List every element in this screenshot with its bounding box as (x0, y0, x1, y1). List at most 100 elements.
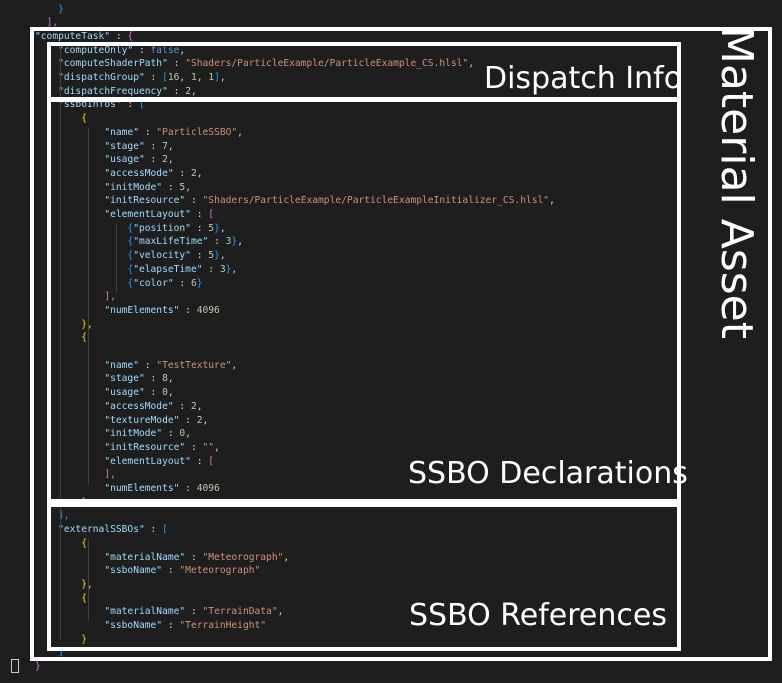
code-token: , (167, 154, 174, 166)
code-token: "Meteorograph" (202, 551, 284, 563)
code-token: : (162, 565, 180, 577)
code-token: { (127, 263, 134, 275)
code-token: ], (104, 291, 116, 303)
code-token: 0 (179, 428, 186, 440)
code-token: "usage" (104, 154, 145, 166)
code-token: , (231, 359, 238, 371)
code-token: "dispatchFrequency" (58, 85, 168, 97)
code-token: "textureMode" (104, 414, 180, 426)
code-line: "externalSSBOs" : [ (35, 523, 168, 537)
code-line: "initResource" : "", (35, 441, 220, 455)
code-token: ] (214, 72, 220, 83)
code-line: "ssboName" : "TerrainHeight" (35, 619, 266, 633)
dispatch-info-label: Dispatch Info (484, 61, 683, 96)
code-token: "externalSSBOs" (58, 524, 145, 536)
code-token: "ssboInfos" (58, 99, 122, 111)
code-token: "materialName" (104, 551, 186, 563)
code-line: { (35, 537, 87, 551)
code-token: "initResource" (104, 441, 186, 453)
code-token: : (190, 222, 209, 234)
code-token: 2 (185, 85, 191, 97)
code-token: "name" (104, 126, 139, 138)
code-token (35, 4, 58, 15)
code-token: "initResource" (104, 195, 186, 207)
indent-guide (116, 224, 117, 292)
code-token: "ssboName" (104, 565, 163, 577)
code-line: "stage" : 7, (35, 140, 173, 154)
code-token: "computeTask" (35, 30, 111, 42)
code-line: "dispatchFrequency" : 2, (35, 85, 197, 99)
code-token: "computeShaderPath" (58, 58, 168, 70)
code-token: , (202, 414, 209, 426)
code-token: "stage" (104, 373, 145, 385)
code-token: : (179, 483, 197, 494)
code-token: , (237, 236, 243, 248)
code-token: false (150, 44, 180, 56)
code-token: "computeOnly" (58, 44, 134, 56)
code-token: , (179, 72, 191, 83)
code-line: } (35, 633, 87, 647)
code-token: "TerrainHeight" (179, 620, 267, 631)
code-line: "ssboName" : "Meteorograph" (35, 564, 260, 578)
code-token: 4096 (196, 304, 220, 316)
code-token: 1 (190, 72, 197, 83)
code-token: : (173, 167, 191, 179)
code-token: "maxLifeTime" (133, 236, 209, 248)
code-line: ], (35, 468, 116, 482)
code-token: : (202, 263, 220, 275)
code-token: 8 (162, 373, 168, 385)
code-token: { (81, 332, 87, 344)
code-token: : (185, 441, 203, 453)
code-token: : (144, 387, 163, 399)
code-line: {"maxLifeTime" : 3}, (35, 235, 243, 249)
code-line: ], (35, 509, 70, 523)
code-line: "textureMode" : 2, (35, 414, 208, 428)
code-token: : (179, 414, 197, 426)
code-token: "elapseTime" (133, 263, 203, 275)
code-token: { (81, 592, 87, 604)
code-token: : (167, 85, 186, 97)
code-line: ] (35, 646, 64, 660)
code-token: ], (104, 469, 116, 481)
code-token: } (196, 277, 203, 289)
code-line: "ssboInfos" : [ (35, 98, 145, 112)
code-token: "color" (133, 277, 174, 289)
code-line: "computeOnly" : false, (35, 44, 185, 58)
code-token: : (144, 140, 163, 152)
code-token: "" (202, 441, 215, 453)
code-line: "elementLayout" : [ (35, 455, 214, 469)
code-token: 5 (179, 181, 186, 193)
code-token: }, (81, 578, 93, 590)
code-token: : (138, 126, 157, 138)
code-token: : (179, 304, 197, 316)
code-token: : (190, 455, 209, 467)
code-token: , (196, 167, 203, 179)
code-token: , (167, 387, 174, 399)
code-line: "name" : "ParticleSSBO", (35, 126, 243, 140)
code-token: , (185, 181, 191, 193)
indent-guide (88, 128, 89, 484)
code-token: : (190, 209, 209, 220)
code-token: 5 (208, 222, 215, 234)
code-token: 2 (196, 414, 203, 426)
code-line: "stage" : 8, (35, 372, 173, 386)
code-token: { (81, 113, 87, 125)
code-token: [ (162, 72, 168, 83)
code-token: 4096 (196, 483, 220, 494)
code-token: ] (58, 647, 64, 659)
code-token: } (225, 263, 232, 275)
code-line: "numElements" : 4096 (35, 304, 220, 318)
code-token: "initMode" (104, 181, 163, 193)
code-token: { (127, 250, 134, 262)
code-line: "initMode" : 5, (35, 181, 191, 195)
code-token: : (144, 72, 163, 83)
material-asset-box (30, 27, 772, 661)
ssbo-references-box (47, 503, 681, 651)
code-line: "initMode" : 0, (35, 427, 191, 441)
code-token: 3 (225, 236, 232, 248)
code-token: 7 (162, 140, 168, 152)
code-line: "usage" : 2, (35, 153, 174, 167)
code-token: : (208, 236, 226, 248)
material-asset-label: Material Asset (711, 26, 762, 340)
